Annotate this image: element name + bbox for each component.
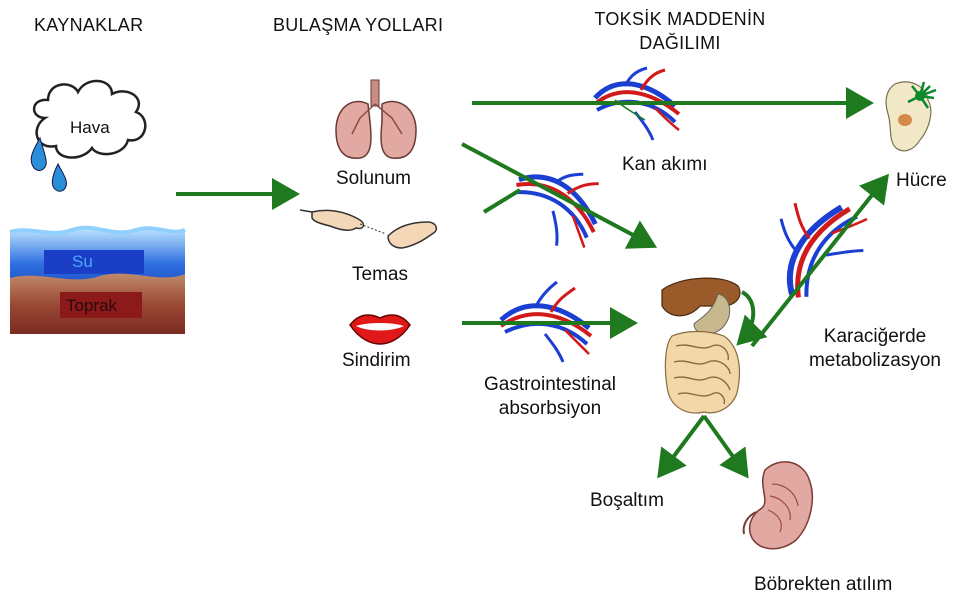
label-inhalation: Solunum bbox=[336, 168, 411, 190]
arrow-liver-to-cell bbox=[752, 180, 884, 346]
label-blood-flow: Kan akımı bbox=[622, 154, 708, 176]
lungs-icon bbox=[336, 80, 416, 158]
kidney-icon bbox=[744, 462, 813, 549]
header-routes: BULAŞMA YOLLARI bbox=[273, 14, 443, 36]
mouth-icon bbox=[350, 315, 410, 344]
label-cell: Hücre bbox=[896, 170, 947, 192]
touching-hands-icon bbox=[300, 210, 436, 248]
water-soil-icon bbox=[10, 228, 185, 334]
header-distribution-line2: DAĞILIMI bbox=[560, 32, 800, 54]
blood-vessel-icon bbox=[754, 184, 877, 314]
label-water: Su bbox=[72, 252, 93, 272]
cell-icon bbox=[886, 82, 936, 151]
label-soil: Toprak bbox=[66, 296, 117, 316]
label-liver-line2: metabolizasyon bbox=[790, 350, 960, 372]
header-sources: KAYNAKLAR bbox=[34, 14, 143, 36]
label-air: Hava bbox=[70, 118, 110, 138]
label-liver-line1: Karaciğerde bbox=[790, 326, 960, 348]
label-contact: Temas bbox=[352, 264, 408, 286]
arrow-liver-loop bbox=[742, 292, 753, 340]
arrow-organs-to-excretion bbox=[662, 416, 704, 472]
label-gi-line2: absorbsiyon bbox=[470, 398, 630, 420]
blood-vessel-icon bbox=[500, 151, 614, 258]
digestive-system-icon bbox=[662, 278, 740, 413]
label-gi-line1: Gastrointestinal bbox=[470, 374, 630, 396]
header-distribution-line1: TOKSİK MADDENİN bbox=[560, 8, 800, 30]
label-kidney-excretion: Böbrekten atılım bbox=[754, 574, 892, 596]
arrow-organs-to-kidney bbox=[704, 416, 744, 472]
arrow-contact-to-blood bbox=[484, 190, 520, 212]
label-ingestion: Sindirim bbox=[342, 350, 411, 372]
label-excretion: Boşaltım bbox=[590, 490, 664, 512]
